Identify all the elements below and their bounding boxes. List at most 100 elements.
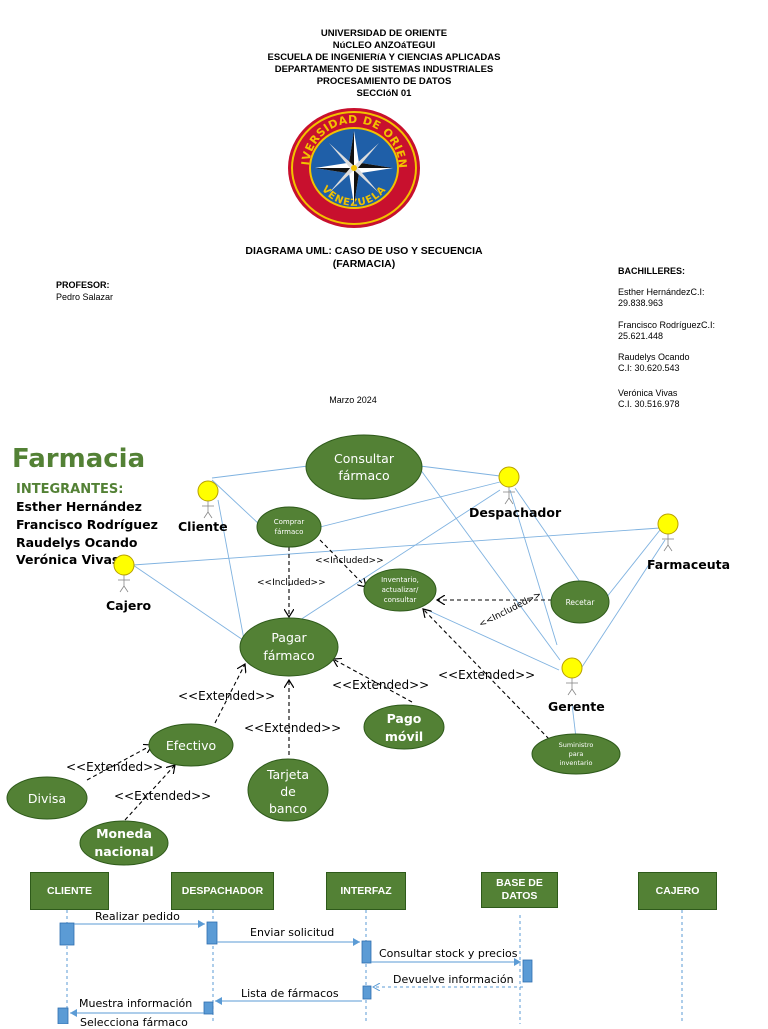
relation-label: <<Extended>> (244, 721, 341, 735)
use-case-tarjeta-banco (247, 758, 329, 822)
use-case-label: Divisa (28, 791, 66, 806)
use-case-divisa (6, 776, 88, 820)
bachiller-line: C.I: 30.620.543 (618, 363, 680, 373)
member-name: Verónica Vivas (16, 552, 120, 567)
use-case-label: fármaco (338, 468, 389, 483)
bachiller-line: Raudelys Ocando (618, 352, 690, 362)
lifeline-cliente: CLIENTE (30, 872, 109, 910)
relation-label: <<Included>> (257, 578, 326, 588)
actor-cliente (197, 480, 219, 519)
use-case-label: banco (269, 801, 307, 816)
message-label: Devuelve información (393, 973, 514, 986)
lifeline-despachador: DESPACHADOR (171, 872, 274, 910)
use-case-label: Recetar (566, 598, 596, 607)
relation-label: <<Extended>> (114, 789, 211, 803)
use-case-pagar-farmaco (239, 617, 339, 677)
use-case-label: fármaco (263, 648, 314, 663)
bachiller-line: 25.621.448 (618, 331, 664, 341)
document-title: DIAGRAMA UML: CASO DE USO Y SECUENCIA (F… (0, 245, 728, 271)
actor-label-cliente: Cliente (178, 519, 228, 534)
title-line: (FARMACIA) (332, 258, 396, 270)
document-date: Marzo 2024 (329, 395, 377, 405)
header-line: PROCESAMIENTO DE DATOS (316, 76, 452, 87)
use-case-label: para (569, 750, 584, 758)
relation-label: <<Extended>> (438, 668, 535, 682)
use-case-recetar (550, 580, 610, 624)
university-header: UNIVERSIDAD DE ORIENTE NúCLEO ANZOáTEGUI… (0, 28, 768, 100)
relation-label: <<Included>> (315, 556, 384, 566)
bachiller-line: Esther HernándezC.I: (618, 287, 705, 297)
use-case-shapes (6, 434, 621, 866)
header-line: SECCIóN 01 (356, 88, 412, 99)
use-case-pago-movil (363, 704, 445, 750)
use-case-diagram-title: Farmacia (12, 444, 146, 474)
association-lines (132, 465, 666, 739)
use-case-label: Moneda (96, 826, 152, 841)
lifeline-interfaz: INTERFAZ (326, 872, 406, 910)
actor-farmaceuta (657, 513, 679, 552)
bachiller-entry: Raudelys Ocando C.I: 30.620.543 (618, 352, 690, 374)
message-label: Selecciona fármaco (80, 1016, 188, 1029)
use-case-label: consultar (384, 596, 417, 604)
title-line: DIAGRAMA UML: CASO DE USO Y SECUENCIA (245, 245, 483, 257)
message-label: Realizar pedido (95, 910, 180, 923)
use-case-consultar-farmaco (305, 434, 423, 500)
header-line: NúCLEO ANZOáTEGUI (332, 40, 436, 51)
dashed-relations (86, 539, 552, 821)
actor-label-cajero: Cajero (106, 598, 152, 613)
use-case-label: Pagar (271, 630, 307, 645)
activation-bars (57, 921, 533, 1024)
relation-label: <<Extended>> (332, 678, 429, 692)
bachilleres-label: BACHILLERES: (618, 266, 685, 276)
bachiller-line: 29.838.963 (618, 298, 664, 308)
use-case-label: móvil (385, 729, 423, 744)
actor-cajero (113, 554, 135, 593)
use-case-comprar-farmaco (256, 506, 322, 548)
header-line: DEPARTAMENTO DE SISTEMAS INDUSTRIALES (274, 64, 494, 75)
message-label: Enviar solicitud (250, 926, 335, 939)
use-case-label: inventario (560, 759, 593, 767)
use-case-efectivo (148, 723, 234, 767)
use-case-label: Efectivo (166, 738, 216, 753)
use-case-label: de (280, 784, 296, 799)
lifeline-base-de-datos: BASE DE DATOS (481, 872, 558, 908)
message-label: Muestra información (79, 997, 193, 1010)
actor-gerente (561, 657, 583, 696)
use-case-label: Pago (387, 711, 422, 726)
message-label: Lista de fármacos (241, 987, 339, 1000)
bachiller-line: Verónica Vivas (618, 388, 678, 398)
lifeline-cajero: CAJERO (638, 872, 717, 910)
use-case-inventario (363, 568, 437, 612)
relation-label: <<Extended>> (66, 760, 163, 774)
profesor-label: PROFESOR: (56, 280, 110, 290)
use-case-suministro (531, 733, 621, 775)
use-case-moneda-nacional (79, 820, 169, 866)
use-case-label: fármaco (275, 528, 304, 536)
sequence-message-arrows (70, 920, 523, 1017)
profesor-name: Pedro Salazar (56, 292, 114, 302)
bachiller-entry: Esther HernándezC.I: 29.838.963 (618, 287, 705, 309)
use-case-label: Consultar (334, 451, 395, 466)
bachiller-entry: Francisco RodríguezC.I: 25.621.448 (618, 320, 715, 342)
actor-despachador (498, 466, 520, 505)
use-case-label: Inventario, (381, 576, 419, 584)
header-line: UNIVERSIDAD DE ORIENTE (320, 28, 448, 39)
use-case-label: nacional (94, 844, 153, 859)
integrantes-label: INTEGRANTES: (16, 482, 124, 497)
university-seal-logo: UNIVERSIDAD DE ORIENTE VENEZUELA (282, 97, 421, 229)
bachiller-entry: Verónica Vivas C.I. 30.516.978 (618, 388, 680, 410)
message-label: Consultar stock y precios (379, 947, 518, 960)
actor-label-gerente: Gerente (548, 699, 605, 714)
relation-label: <<Extended>> (178, 689, 275, 703)
bachiller-line: C.I. 30.516.978 (618, 399, 680, 409)
member-name: Esther Hernández (16, 499, 142, 514)
use-case-label: Suministro (559, 741, 594, 749)
member-name: Francisco Rodríguez (16, 517, 158, 532)
use-case-label: actualizar/ (382, 586, 419, 594)
header-line: ESCUELA DE INGENIERíA Y CIENCIAS APLICAD… (267, 52, 501, 63)
actor-label-farmaceuta: Farmaceuta (647, 557, 731, 572)
use-case-label: Tarjeta (266, 767, 309, 782)
use-case-label: Comprar (274, 518, 305, 526)
bachiller-line: Francisco RodríguezC.I: (618, 320, 716, 330)
